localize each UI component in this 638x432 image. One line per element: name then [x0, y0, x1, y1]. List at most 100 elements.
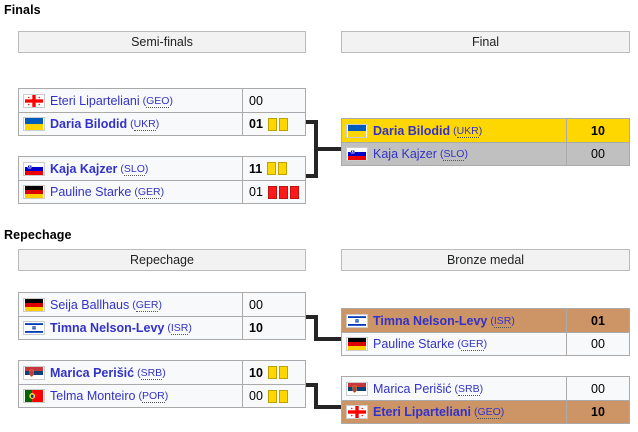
competitor-cell: Kaja Kajzer (SLO)	[342, 143, 566, 165]
score-value: 11	[249, 161, 263, 176]
yellow-card-icon	[278, 162, 288, 175]
competitor-cell: Seija Ballhaus (GER)	[19, 293, 242, 316]
competitor-name: Marica Perišić	[50, 365, 135, 380]
score-value: 00	[249, 297, 263, 312]
competitor-noc: (UKR)	[130, 118, 160, 131]
competitor-cell: Timna Nelson-Levy (ISR)	[19, 317, 242, 339]
score-cell: 01	[242, 113, 305, 135]
competitor-noc: (GER)	[457, 338, 488, 351]
flag-israel-icon	[23, 321, 45, 335]
bracket-connector-bronze-1	[306, 315, 342, 341]
flag-slovenia-icon	[346, 147, 368, 161]
match-repechage-2: Marica Perišić (SRB) 10 Telma Monteiro (…	[18, 360, 306, 408]
score-cell: 00	[242, 89, 305, 112]
section-title-repechage: Repechage	[4, 228, 72, 242]
flag-georgia-icon	[23, 93, 45, 108]
competitor-cell: Pauline Starke (GER)	[19, 181, 242, 203]
yellow-card-icon	[267, 162, 277, 175]
flag-ukraine-icon	[23, 117, 45, 131]
flag-israel-icon	[346, 313, 368, 328]
flag-ukraine-icon	[346, 123, 368, 138]
yellow-card-icon	[278, 366, 288, 379]
flag-germany-icon	[23, 185, 45, 199]
competitor-name: Kaja Kajzer	[50, 161, 118, 176]
competitor-name: Kaja Kajzer	[373, 147, 437, 161]
penalty-cards	[267, 185, 299, 199]
table-row[interactable]: Daria Bilodid (UKR) 01	[19, 112, 305, 135]
table-row[interactable]: Eteri Liparteliani (GEO) 10	[342, 400, 629, 423]
score-value: 00	[591, 147, 605, 161]
competitor-cell: Marica Perišić (SRB)	[19, 361, 242, 384]
match-repechage-1: Seija Ballhaus (GER) 00 Timna Nelson-Lev…	[18, 292, 306, 340]
competitor-name: Daria Bilodid	[373, 123, 451, 138]
score-value: 00	[591, 337, 605, 351]
competitor-noc: (GEO)	[473, 406, 505, 419]
flag-slovenia-icon	[23, 161, 45, 176]
competitor-cell: Telma Monteiro (POR)	[19, 385, 242, 407]
competitor-name: Seija Ballhaus	[50, 297, 130, 312]
score-value: 01	[249, 117, 263, 131]
yellow-card-icon	[278, 117, 288, 131]
match-semifinal-2: Kaja Kajzer (SLO) 11 Pauline Starke (GER…	[18, 156, 306, 204]
penalty-cards	[267, 117, 288, 131]
table-row[interactable]: Timna Nelson-Levy (ISR) 10	[19, 316, 305, 339]
score-cell: 11	[242, 157, 305, 180]
yellow-card-icon	[267, 389, 277, 403]
table-row[interactable]: Marica Perišić (SRB) 00	[342, 377, 629, 400]
score-cell: 00	[242, 293, 305, 316]
competitor-cell: Kaja Kajzer (SLO)	[19, 157, 242, 180]
table-row[interactable]: Daria Bilodid (UKR) 10	[342, 119, 629, 142]
competitor-name: Eteri Liparteliani	[373, 405, 471, 419]
score-value: 00	[249, 93, 263, 108]
table-row[interactable]: Pauline Starke (GER) 01	[19, 180, 305, 203]
score-cell: 00	[242, 385, 305, 407]
yellow-card-icon	[267, 366, 277, 379]
section-title-finals: Finals	[4, 3, 41, 17]
score-cell: 10	[242, 361, 305, 384]
competitor-cell: Daria Bilodid (UKR)	[19, 113, 242, 135]
round-header-bronze-medal: Bronze medal	[341, 249, 630, 271]
competitor-name: Pauline Starke	[50, 185, 132, 199]
competitor-cell: Eteri Liparteliani (GEO)	[342, 401, 566, 423]
bracket-connector-bronze-2	[306, 383, 342, 409]
score-cell: 00	[566, 377, 629, 400]
flag-germany-icon	[346, 337, 368, 351]
match-semifinal-1: Eteri Liparteliani (GEO) 00 Daria Bilodi…	[18, 88, 306, 136]
competitor-cell: Timna Nelson-Levy (ISR)	[342, 309, 566, 332]
table-row[interactable]: Seija Ballhaus (GER) 00	[19, 293, 305, 316]
flag-serbia-icon	[346, 381, 368, 396]
competitor-noc: (ISR)	[490, 314, 515, 328]
table-row[interactable]: Eteri Liparteliani (GEO) 00	[19, 89, 305, 112]
flag-serbia-icon	[23, 365, 45, 380]
score-cell: 10	[566, 119, 629, 142]
penalty-cards	[267, 389, 288, 403]
table-row[interactable]: Telma Monteiro (POR) 00	[19, 384, 305, 407]
competitor-noc: (SLO)	[120, 162, 149, 176]
flag-portugal-icon	[23, 389, 45, 403]
score-cell: 10	[566, 401, 629, 423]
competitor-cell: Marica Perišić (SRB)	[342, 377, 566, 400]
match-bronze-medal-2: Marica Perišić (SRB) 00 Eteri Lipartelia…	[341, 376, 630, 424]
score-value: 00	[249, 389, 263, 403]
flag-georgia-icon	[346, 405, 368, 419]
competitor-noc: (SRB)	[454, 382, 484, 396]
penalty-cards	[267, 366, 288, 379]
score-value: 10	[591, 405, 605, 419]
table-row[interactable]: Timna Nelson-Levy (ISR) 01	[342, 309, 629, 332]
match-final: Daria Bilodid (UKR) 10 Kaja Kajzer (SLO)…	[341, 118, 630, 166]
score-cell: 10	[242, 317, 305, 339]
round-header-repechage: Repechage	[18, 249, 306, 271]
score-cell: 01	[242, 181, 305, 203]
score-value: 01	[591, 313, 605, 328]
flag-germany-icon	[23, 297, 45, 312]
table-row[interactable]: Kaja Kajzer (SLO) 11	[19, 157, 305, 180]
round-header-semi-finals: Semi-finals	[18, 31, 306, 53]
match-bronze-medal-1: Timna Nelson-Levy (ISR) 01 Pauline Stark…	[341, 308, 630, 356]
table-row[interactable]: Pauline Starke (GER) 00	[342, 332, 629, 355]
score-cell: 00	[566, 143, 629, 165]
penalty-cards	[267, 162, 288, 175]
competitor-noc: (GER)	[132, 298, 162, 312]
competitor-cell: Daria Bilodid (UKR)	[342, 119, 566, 142]
table-row[interactable]: Marica Perišić (SRB) 10	[19, 361, 305, 384]
table-row[interactable]: Kaja Kajzer (SLO) 00	[342, 142, 629, 165]
